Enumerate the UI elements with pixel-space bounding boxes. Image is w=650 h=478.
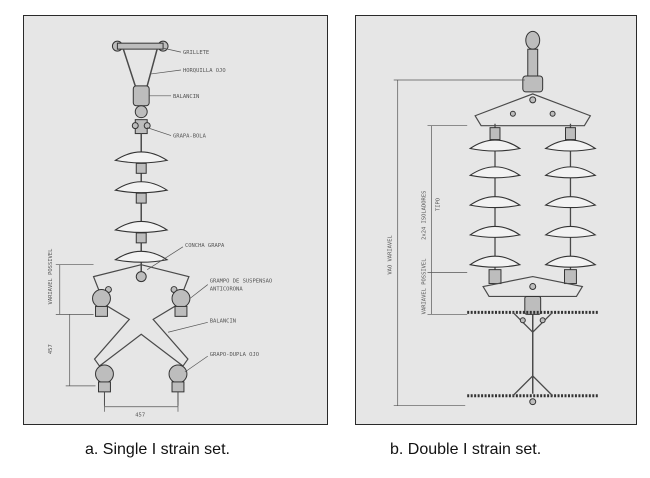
shackle-hardware xyxy=(111,40,169,135)
label-insulator-count: 2x24 ISOLADORES xyxy=(422,191,428,240)
leader-lines xyxy=(146,47,209,373)
double-strain-diagram: VAO VARIAVEL 2x24 ISOLADORES TIPO VARIAV… xyxy=(355,15,637,425)
label-variable-span: VARIAVEL POSSIVEL xyxy=(48,248,54,305)
label-ball-clevis: GRAPA-BOLA xyxy=(173,134,207,140)
caption-double-strain: b. Double I strain set. xyxy=(390,441,542,458)
label-variable-possible: VARIAVEL POSSIVEL xyxy=(422,258,428,315)
upper-clamps xyxy=(92,289,191,317)
label-yoke-top: BALANCIN xyxy=(173,94,199,100)
label-socket-clamp: CONCHA GRAPA xyxy=(185,243,225,249)
label-shackle: GRILLETE xyxy=(183,50,209,56)
label-anticorona: ANTICORONA xyxy=(210,287,244,293)
label-dim-vertical: 457 xyxy=(48,344,54,354)
top-hardware xyxy=(474,30,592,127)
right-insulator-string xyxy=(544,123,597,285)
label-dim-horizontal: 457 xyxy=(135,413,145,419)
left-insulator-string xyxy=(468,123,522,285)
dimension-lines-b xyxy=(393,79,525,407)
label-suspension-clamp: GRAMPO DE SUSPENSAO xyxy=(210,279,272,285)
caption-single-strain: a. Single I strain set. xyxy=(85,441,230,458)
single-strain-drawing: GRILLETE HORQUILLA OJO BALANCIN GRAPA-BO… xyxy=(48,40,272,419)
single-strain-diagram: GRILLETE HORQUILLA OJO BALANCIN GRAPA-BO… xyxy=(23,15,328,425)
insulator-discs xyxy=(113,151,169,263)
label-yoke-bottom: BALANCIN xyxy=(210,318,236,324)
double-strain-drawing: VAO VARIAVEL 2x24 ISOLADORES TIPO VARIAV… xyxy=(388,30,599,407)
conductors xyxy=(467,310,599,406)
label-variable-span-b: VAO VARIAVEL xyxy=(388,234,394,274)
label-double-eye-clamp: GRAPO-DUPLA OJO xyxy=(210,352,259,358)
label-insulator-type: TIPO xyxy=(435,198,441,211)
lower-clamps xyxy=(95,364,188,406)
dimension-lines xyxy=(55,264,179,412)
label-clevis-eye: HORQUILLA OJO xyxy=(183,68,226,74)
bottom-yoke xyxy=(482,275,584,394)
